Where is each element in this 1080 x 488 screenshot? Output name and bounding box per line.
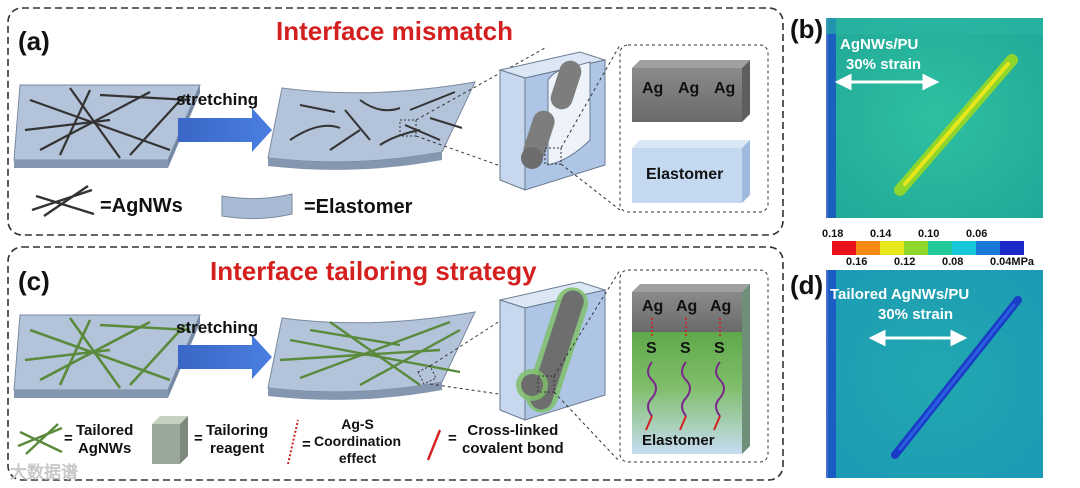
colorbar-tick-bottom: 0.16 — [846, 256, 868, 268]
legend-eq-1: = — [64, 430, 73, 447]
panel-a-stretched-sheet — [267, 81, 476, 170]
panel-c-channel-model — [498, 281, 607, 421]
legend-coord-line3: effect — [338, 450, 377, 466]
colorbar — [832, 241, 1024, 255]
legend-covalent: Cross-linked covalent bond — [462, 422, 564, 458]
colorbar-swatch — [1000, 241, 1024, 255]
panel-c-elastomer-label: Elastomer — [642, 432, 715, 449]
legend-eq-3: = — [302, 436, 311, 453]
panel-a-channel-model — [498, 51, 607, 191]
legend-elastomer-icon — [221, 193, 293, 220]
panel-d-line2: 30% strain — [878, 306, 954, 323]
legend-agnws-icon — [31, 185, 95, 217]
panel-c-stretched-sheet — [267, 311, 476, 400]
c-ag-label-3: Ag — [710, 298, 732, 315]
watermark: 大数据谱 — [10, 463, 78, 483]
panel-d-label: (d) — [790, 270, 824, 300]
panel-b-arrow — [834, 73, 940, 91]
legend-tailoring-reagent-icon — [152, 416, 188, 464]
ag-label-2: Ag — [678, 80, 700, 97]
colorbar-tick-top: 0.18 — [822, 228, 844, 240]
panel-b-line1: AgNWs/PU — [840, 36, 919, 53]
colorbar-swatch — [880, 241, 904, 255]
legend-covalent-bond-icon — [426, 429, 442, 461]
colorbar-tick-top: 0.10 — [918, 228, 940, 240]
panel-a-arrow-label: stretching — [176, 90, 259, 109]
colorbar-tick-top: 0.14 — [870, 228, 892, 240]
legend-eq-2: = — [194, 430, 203, 447]
panel-c-frame — [7, 246, 784, 481]
legend-coord-line1: Ag-S — [341, 416, 374, 432]
legend-tailored-agnws: Tailored AgNWs — [76, 422, 133, 458]
panel-a-ag-block — [632, 60, 750, 122]
legend-coordination: Ag-S Coordination effect — [314, 416, 401, 467]
panel-d-line1: Tailored AgNWs/PU — [830, 286, 970, 303]
s-label-1: S — [646, 340, 657, 357]
colorbar-tick-bottom: 0.08 — [942, 256, 964, 268]
legend-coord-line2: Coordination — [314, 433, 402, 449]
legend-reagent-line2: reagent — [210, 440, 265, 457]
ag-label-3: Ag — [714, 80, 736, 97]
panel-a-elastomer-block — [632, 140, 750, 203]
colorbar-swatch — [856, 241, 880, 255]
colorbar-swatch — [928, 241, 952, 255]
panel-c-label: (c) — [18, 266, 50, 296]
colorbar-tick-top: 0.06 — [966, 228, 988, 240]
colorbar-tick-bottom: 0.12 — [894, 256, 916, 268]
panel-c-interface-block — [632, 284, 750, 454]
panel-c-arrow — [178, 335, 272, 379]
colorbar-swatch — [976, 241, 1000, 255]
colorbar-swatch — [952, 241, 976, 255]
panel-a-arrow — [178, 108, 272, 152]
panel-c-title: Interface tailoring strategy — [210, 256, 537, 286]
legend-reagent-line1: Tailoring — [206, 422, 269, 439]
legend-coordination-icon — [287, 419, 299, 465]
panel-b-label: (b) — [790, 14, 824, 44]
legend-tailored-agnws-icon — [17, 423, 63, 455]
panel-d-heatmap — [826, 270, 1043, 478]
legend-agnws-label: =AgNWs — [100, 195, 183, 217]
s-label-2: S — [680, 340, 691, 357]
legend-covalent-line2: covalent bond — [462, 440, 564, 457]
legend-elastomer-label: =Elastomer — [304, 196, 413, 218]
panel-d-arrow — [868, 329, 968, 347]
ag-label-1: Ag — [642, 80, 664, 97]
c-ag-label-1: Ag — [642, 298, 664, 315]
panel-a-label: (a) — [18, 26, 50, 56]
panel-b-line2: 30% strain — [846, 56, 922, 73]
panel-a-flat-sheet — [13, 84, 201, 168]
panel-b-heatmap — [826, 18, 1043, 218]
s-label-3: S — [714, 340, 725, 357]
panel-c-arrow-label: stretching — [176, 318, 259, 337]
panel-a-elastomer-label: Elastomer — [646, 166, 724, 183]
colorbar-swatch — [832, 241, 856, 255]
legend-tailoring-reagent: Tailoring reagent — [206, 422, 268, 458]
legend-tailored-line1: Tailored — [76, 422, 134, 439]
panel-c-flat-sheet — [13, 314, 201, 398]
legend-tailored-line2: AgNWs — [77, 440, 132, 457]
legend-covalent-line1: Cross-linked — [467, 422, 559, 439]
panel-a-title: Interface mismatch — [276, 16, 513, 46]
c-ag-label-2: Ag — [676, 298, 698, 315]
colorbar-swatch — [904, 241, 928, 255]
legend-eq-4: = — [448, 430, 457, 447]
colorbar-tick-bottom: 0.04MPa — [990, 256, 1035, 268]
